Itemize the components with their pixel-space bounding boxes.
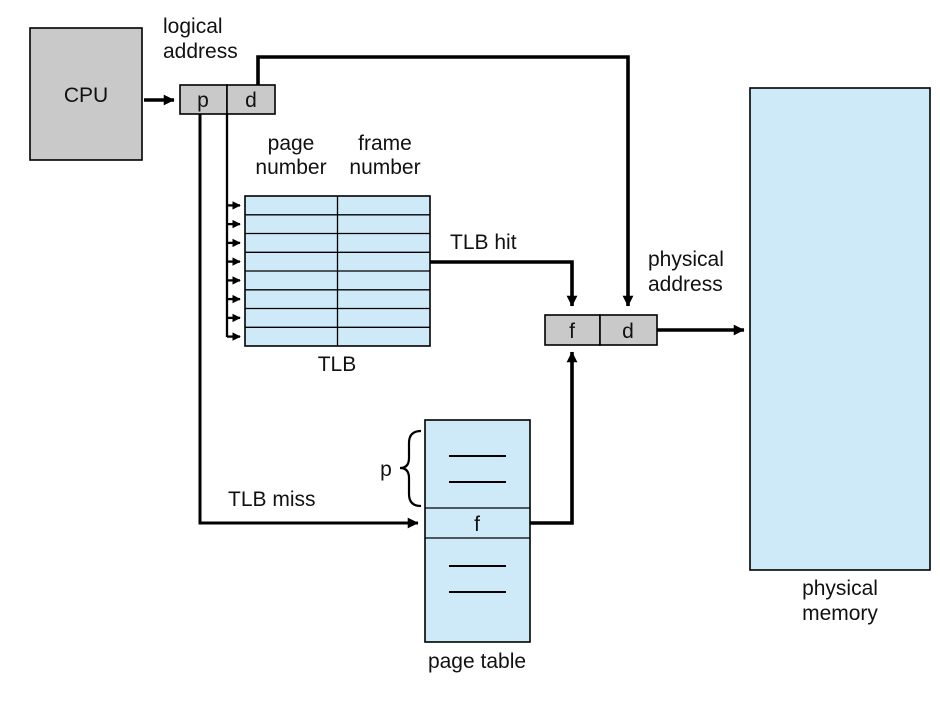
tlb-col-page-header-line2: number — [255, 156, 326, 179]
physical-memory-label-line1: physical — [802, 577, 878, 600]
page-table-f-label: f — [474, 513, 480, 536]
physical-d-label: d — [622, 320, 634, 343]
physical-address-label-line2: address — [648, 273, 723, 296]
logical-p-cell — [179, 84, 228, 115]
physical-d-cell — [599, 314, 658, 346]
physical-address-caption: physical address — [648, 248, 724, 296]
physical-address-label-line1: physical — [648, 248, 724, 271]
tlb-miss-label: TLB miss — [228, 488, 316, 511]
d-to-physical-d-path — [256, 55, 634, 307]
physical-f-cell — [544, 314, 601, 346]
tlb-table: page number frame number TLB — [244, 132, 431, 376]
tlb-miss-path — [198, 113, 419, 529]
logical-p-label: p — [197, 89, 209, 112]
physical-memory-rect — [749, 87, 931, 571]
logical-address-label-line2: address — [163, 40, 238, 63]
logical-address-caption: logical address — [163, 15, 238, 63]
physical-memory: physical memory — [749, 87, 931, 625]
logical-address-box: p d — [179, 84, 276, 115]
tlb-hit-path — [430, 260, 578, 307]
physical-memory-label-line2: memory — [802, 602, 878, 625]
tlb-label: TLB — [318, 353, 357, 376]
cpu-label: CPU — [64, 84, 108, 107]
cpu-rect — [29, 27, 143, 161]
logical-d-cell — [226, 84, 276, 115]
logical-address-label-line1: logical — [163, 15, 223, 38]
tlb-col-page-header-line1: page — [268, 132, 315, 155]
tlb-row-arrows — [227, 201, 241, 341]
page-table-entry-lines — [449, 455, 506, 593]
page-table-label: page table — [428, 650, 526, 673]
tlb-col-frame-header-line2: number — [349, 156, 420, 179]
cpu-box: CPU — [29, 27, 143, 161]
physical-f-label: f — [569, 320, 575, 343]
tlb-col-frame-header-line1: frame — [358, 132, 412, 155]
physical-address-box: f d — [544, 314, 658, 346]
page-table-index-brace — [399, 429, 422, 508]
tlb-hit-label: TLB hit — [450, 231, 517, 254]
page-table-to-physical-f-path — [530, 351, 578, 525]
page-table: f p page table — [380, 419, 531, 673]
logical-d-label: d — [245, 89, 257, 112]
page-table-index-p-label: p — [380, 458, 392, 481]
